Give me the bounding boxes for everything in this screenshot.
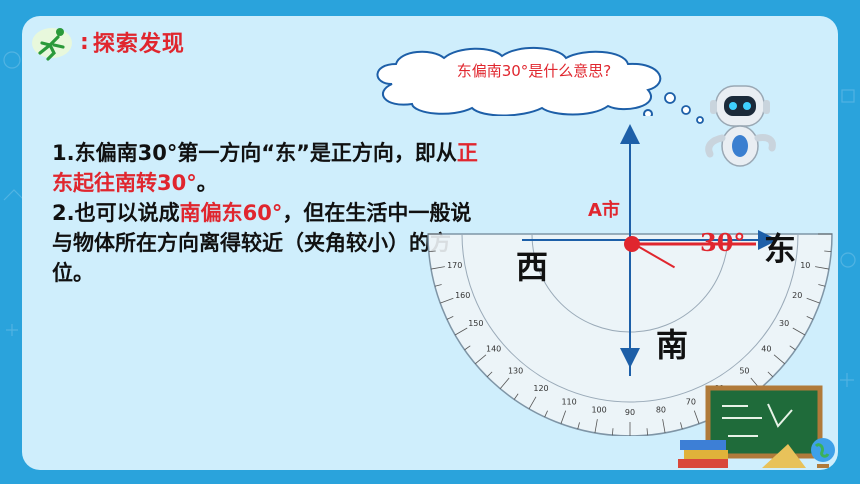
- protractor-tick-label: 170: [447, 261, 462, 270]
- protractor-tick: [560, 410, 567, 424]
- protractor-tick-label: 20: [792, 291, 802, 300]
- thought-bubble: [376, 46, 662, 116]
- protractor-tick: [662, 419, 666, 434]
- protractor-tick: [428, 250, 436, 253]
- south-label: 南: [656, 326, 689, 364]
- protractor-tick-label: 80: [656, 405, 666, 414]
- point-1-text: 1.东偏南30°第一方向“东”是正方向，即从: [52, 141, 457, 165]
- protractor-tick-label: 10: [800, 261, 810, 270]
- protractor-tick: [594, 419, 598, 434]
- protractor-tick: [475, 354, 487, 365]
- protractor-tick: [646, 428, 649, 436]
- protractor-tick-label: 90: [625, 408, 635, 417]
- robot-icon: [705, 85, 776, 167]
- protractor-tick-label: 110: [561, 397, 576, 406]
- header-separator: :: [80, 29, 89, 55]
- runner-logo-icon: [32, 28, 72, 61]
- angle-label: 30°: [700, 228, 746, 257]
- protractor-tick: [454, 327, 468, 336]
- protractor-tick-label: 150: [468, 319, 483, 328]
- protractor-tick: [806, 316, 814, 320]
- protractor-tick: [824, 250, 832, 253]
- protractor-tick-label: 130: [508, 366, 523, 375]
- content-panel: : 探索发现 东偏南30°是什么意思? 1.东偏南30°第一方向“东”是: [22, 16, 838, 470]
- protractor-tick: [767, 371, 774, 378]
- protractor-tick-label: 100: [591, 405, 606, 414]
- blackboard-icon: [678, 385, 823, 468]
- protractor-tick: [486, 371, 493, 378]
- city-a-label: A市: [588, 200, 620, 221]
- protractor-tick: [577, 422, 580, 430]
- explanation-text: 1.东偏南30°第一方向“东”是正方向，即从正东起往南转30°。 2.也可以说成…: [52, 138, 492, 288]
- protractor-tick: [815, 266, 830, 270]
- protractor-tick-label: 120: [533, 384, 548, 393]
- point-1-end: 。: [196, 171, 218, 195]
- protractor-tick-label: 40: [761, 344, 771, 353]
- protractor-tick-label: 160: [455, 291, 470, 300]
- protractor-tick: [693, 410, 700, 424]
- bubble-question: 东偏南30°是什么意思?: [456, 62, 612, 80]
- protractor-tick: [818, 284, 826, 287]
- protractor-tick-label: 70: [686, 397, 696, 406]
- protractor-tick: [528, 396, 537, 410]
- point-1-highlight: 正东起往南转30°: [52, 141, 478, 195]
- protractor-tick: [440, 297, 454, 304]
- protractor-tick: [446, 316, 454, 320]
- protractor-tick: [806, 297, 820, 304]
- bubble-tail-dots: [664, 92, 704, 124]
- protractor-tick-label: 50: [739, 366, 749, 375]
- protractor-tick: [789, 345, 796, 351]
- protractor-tick-label: 140: [486, 344, 501, 353]
- globe-icon: [811, 438, 835, 468]
- protractor-tick: [499, 377, 510, 389]
- point-2-text: 2.也可以说成: [52, 201, 180, 225]
- protractor-tick: [464, 345, 471, 351]
- protractor-tick: [430, 266, 445, 270]
- point-2-highlight: 南偏东60°: [179, 201, 283, 225]
- protractor-tick: [792, 327, 806, 336]
- angle-ray: [633, 243, 676, 269]
- protractor-tick: [680, 422, 683, 430]
- city-a-point: [624, 236, 640, 252]
- protractor-tick: [773, 354, 785, 365]
- page-title: 探索发现: [92, 32, 185, 57]
- west-label: 西: [516, 248, 549, 286]
- protractor-tick-label: 30: [779, 319, 789, 328]
- protractor-tick: [434, 284, 442, 287]
- protractor-tick: [611, 428, 614, 436]
- east-label: 东: [764, 230, 797, 268]
- protractor-tick: [544, 410, 548, 418]
- header: : 探索发现: [30, 22, 185, 62]
- protractor-tick: [513, 393, 519, 400]
- point-2-end: ，但在生活中一般说与物体所在方向离得较近（夹角较小）的方位。: [52, 201, 472, 285]
